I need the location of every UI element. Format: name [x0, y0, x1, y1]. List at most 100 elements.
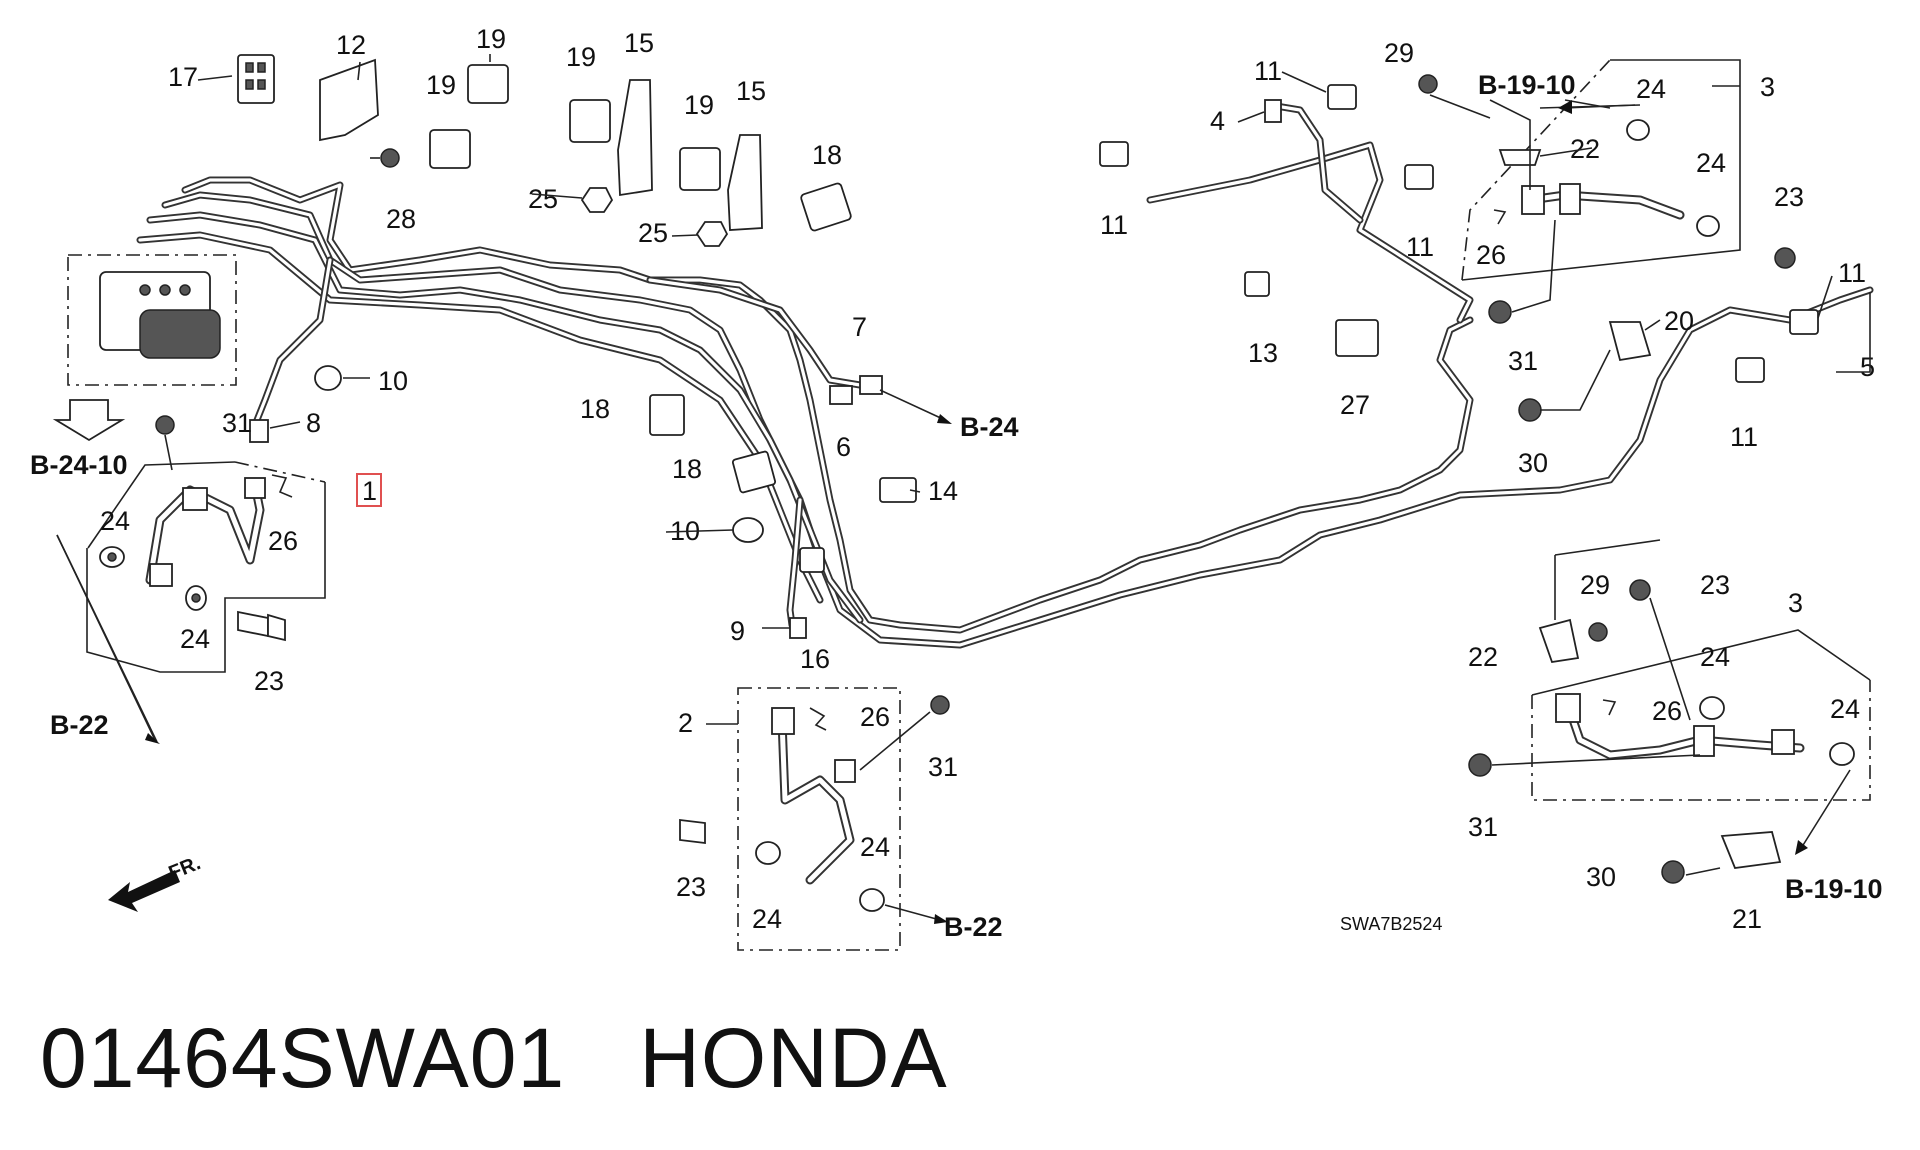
label-3-a[interactable]: 3 [1760, 72, 1775, 102]
clip-19-icon [467, 64, 509, 104]
label-4[interactable]: 4 [1210, 106, 1225, 136]
bolt-23-icon-b [679, 818, 706, 845]
rear-left-hose-group: B-22 [679, 687, 1003, 951]
label-29-b[interactable]: 29 [1580, 570, 1610, 600]
top-left-clips: B-24 [237, 54, 1019, 639]
label-17[interactable]: 17 [168, 62, 198, 92]
label-13[interactable]: 13 [1248, 338, 1278, 368]
label-26-b[interactable]: 26 [860, 702, 890, 732]
clip-26-icon-b [809, 707, 827, 731]
label-22-b[interactable]: 22 [1468, 642, 1498, 672]
label-8[interactable]: 8 [306, 408, 321, 438]
label-18-b[interactable]: 18 [580, 394, 610, 424]
front-arrow-icon [108, 870, 180, 912]
front-label: FR. [166, 852, 204, 884]
group-2-box [737, 687, 901, 951]
clip-17-icon [237, 54, 275, 104]
label-19-c[interactable]: 19 [566, 42, 596, 72]
label-23-d[interactable]: 23 [1700, 570, 1730, 600]
label-24-d[interactable]: 24 [752, 904, 782, 934]
label-20[interactable]: 20 [1664, 306, 1694, 336]
clip-14-icon [879, 477, 917, 503]
label-15-b[interactable]: 15 [736, 76, 766, 106]
clip-13-icon [1244, 271, 1270, 297]
label-29-a[interactable]: 29 [1384, 38, 1414, 68]
label-19-d[interactable]: 19 [684, 90, 714, 120]
label-23-b[interactable]: 23 [676, 872, 706, 902]
label-26-d[interactable]: 26 [1652, 696, 1682, 726]
label-26-a[interactable]: 26 [268, 526, 298, 556]
label-24-g[interactable]: 24 [1700, 642, 1730, 672]
label-26-c[interactable]: 26 [1476, 240, 1506, 270]
label-3-b[interactable]: 3 [1788, 588, 1803, 618]
bolt-30-icon [1518, 398, 1542, 422]
label-15-a[interactable]: 15 [624, 28, 654, 58]
label-24-b[interactable]: 24 [180, 624, 210, 654]
bolt-23-icon [237, 610, 269, 638]
label-18-c[interactable]: 18 [672, 454, 702, 484]
label-11-e[interactable]: 11 [1730, 422, 1758, 452]
label-30-a[interactable]: 30 [1518, 448, 1548, 478]
label-11-d[interactable]: 11 [1838, 258, 1866, 288]
ref-b19-10-bottom[interactable]: B-19-10 [1785, 874, 1883, 904]
bolt-29-icon-b [1588, 622, 1608, 642]
label-25-a[interactable]: 25 [528, 184, 558, 214]
clip-26-icon-c [1493, 209, 1507, 225]
washer-24-icon-d [1699, 696, 1725, 720]
label-5[interactable]: 5 [1860, 352, 1875, 382]
label-24-a[interactable]: 24 [100, 506, 130, 536]
bolt-31-icon-d [1468, 753, 1492, 777]
label-21[interactable]: 21 [1732, 904, 1762, 934]
ref-b22-bottom[interactable]: B-22 [944, 912, 1003, 942]
label-16[interactable]: 16 [800, 644, 830, 674]
clip-11-icon [1099, 141, 1129, 167]
label-11-a[interactable]: 11 [1254, 56, 1282, 86]
label-23-a[interactable]: 23 [254, 666, 284, 696]
label-10-a[interactable]: 10 [378, 366, 408, 396]
label-28[interactable]: 28 [386, 204, 416, 234]
label-6[interactable]: 6 [836, 432, 851, 462]
label-24-e[interactable]: 24 [1636, 74, 1666, 104]
label-24-f[interactable]: 24 [1696, 148, 1726, 178]
bolt-31-icon-c [1488, 300, 1512, 324]
bracket-20-icon [1608, 321, 1652, 362]
bolt-31-icon-b [930, 695, 950, 715]
label-31-d[interactable]: 31 [1468, 812, 1498, 842]
part-number: 01464SWA01 [40, 1011, 566, 1105]
label-11-c[interactable]: 11 [1406, 232, 1434, 262]
label-1[interactable]: 1 [362, 476, 377, 506]
bracket-21-icon [1720, 831, 1782, 869]
fitting-8-icon [249, 419, 269, 443]
label-11-b[interactable]: 11 [1100, 210, 1128, 240]
label-31-a[interactable]: 31 [222, 408, 252, 438]
fitting-7-icon [859, 375, 883, 395]
ref-b24[interactable]: B-24 [960, 412, 1019, 442]
label-23-c[interactable]: 23 [1774, 182, 1804, 212]
label-2[interactable]: 2 [678, 708, 693, 738]
label-24-c[interactable]: 24 [860, 832, 890, 862]
clip-18-icon [800, 182, 852, 232]
label-31-b[interactable]: 31 [928, 752, 958, 782]
bolt-31-icon [155, 415, 175, 435]
label-12[interactable]: 12 [336, 30, 366, 60]
label-27[interactable]: 27 [1340, 390, 1370, 420]
label-14[interactable]: 14 [928, 476, 958, 506]
rear-right-lower-group: B-19-10 [1468, 539, 1883, 904]
label-18-a[interactable]: 18 [812, 140, 842, 170]
ref-b19-10-top[interactable]: B-19-10 [1478, 70, 1576, 100]
bolt-23-icon-c [1774, 247, 1796, 269]
label-9[interactable]: 9 [730, 616, 745, 646]
upper-middle-clips [1099, 84, 1819, 383]
clip-26-icon-d [1602, 699, 1617, 716]
label-19-a[interactable]: 19 [476, 24, 506, 54]
label-24-h[interactable]: 24 [1830, 694, 1860, 724]
label-31-c[interactable]: 31 [1508, 346, 1538, 376]
ref-b22-left[interactable]: B-22 [50, 710, 109, 740]
clip-26-icon [271, 474, 293, 498]
ref-b24-10[interactable]: B-24-10 [30, 450, 128, 480]
label-7[interactable]: 7 [852, 312, 867, 342]
label-19-b[interactable]: 19 [426, 70, 456, 100]
label-30-b[interactable]: 30 [1586, 862, 1616, 892]
label-25-b[interactable]: 25 [638, 218, 668, 248]
